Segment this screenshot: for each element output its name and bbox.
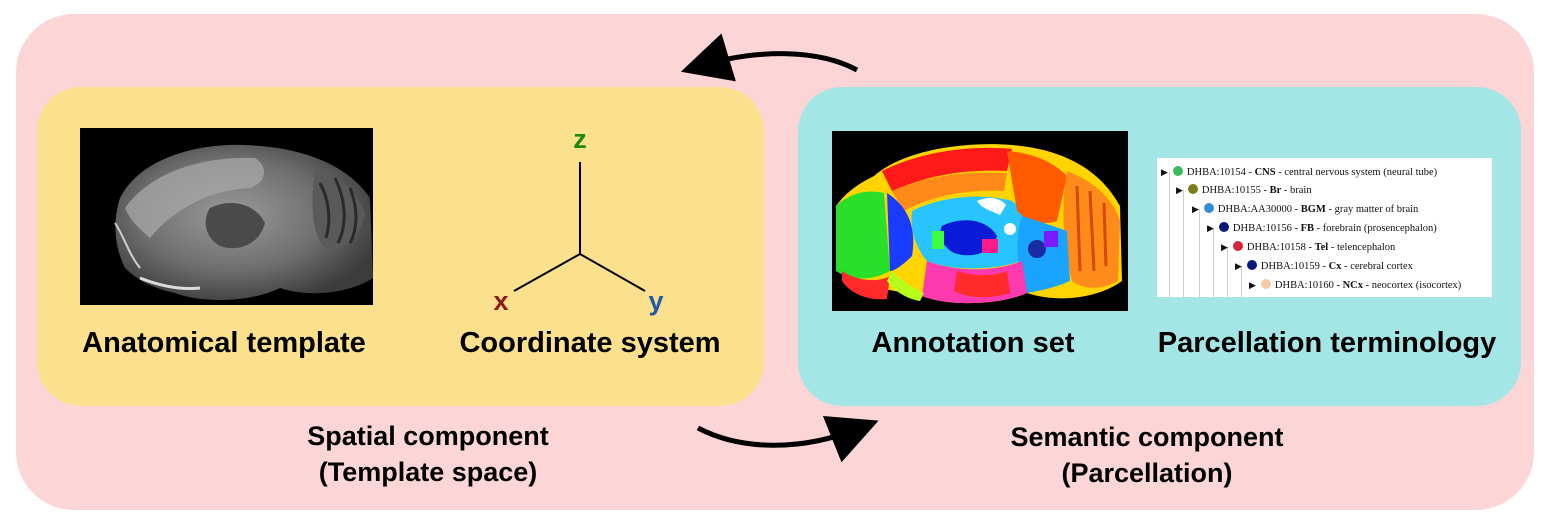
- tree-item[interactable]: ▶DHBA:10154 - CNS - central nervous syst…: [1161, 166, 1438, 178]
- expand-arrow-icon[interactable]: ▶: [1207, 223, 1214, 233]
- region-id: DHBA:10154: [1186, 167, 1246, 178]
- region-name: central nervous system (neural tube): [1284, 167, 1438, 178]
- region-color-swatch: [1246, 260, 1257, 270]
- coordinate-system-label: Coordinate system: [459, 327, 721, 359]
- region-abbr: Cx: [1328, 261, 1342, 272]
- expand-arrow-icon[interactable]: ▶: [1192, 204, 1199, 214]
- region-id: DHBA:10155: [1201, 185, 1261, 196]
- tree-guide-line: [1227, 247, 1228, 297]
- tree-guide-line: [1183, 190, 1184, 297]
- coordinate-axes: z x y: [493, 124, 663, 316]
- region-name: forebrain (prosencephalon): [1322, 223, 1437, 234]
- tree-item[interactable]: ▶DHBA:10159 - Cx - cerebral cortex: [1235, 260, 1413, 272]
- region-color-swatch: [1187, 184, 1198, 194]
- tree-item[interactable]: ▶DHBA:10156 - FB - forebrain (prosenceph…: [1207, 222, 1437, 234]
- tree-item[interactable]: ▶DHBA:10158 - Tel - telencephalon: [1221, 241, 1396, 253]
- tree-guide-line: [1213, 228, 1214, 297]
- expand-arrow-icon[interactable]: ▶: [1221, 242, 1228, 252]
- tree-guide-line: [1169, 172, 1170, 297]
- region-id: DHBA:10159: [1260, 261, 1320, 272]
- region-name: telencephalon: [1336, 242, 1396, 253]
- tree-item[interactable]: ▶DHBA:10160 - NCx - neocortex (isocortex…: [1249, 279, 1462, 291]
- anatomical-template-image: [80, 128, 373, 305]
- parcellation-terminology-label: Parcellation terminology: [1157, 327, 1497, 359]
- region-abbr: Tel: [1314, 242, 1329, 253]
- tree-guide-line: [1241, 266, 1242, 297]
- anatomical-template-label: Anatomical template: [82, 327, 366, 359]
- region-name: brain: [1290, 185, 1312, 196]
- parcellation-terminology-tree: ▶DHBA:10154 - CNS - central nervous syst…: [1157, 158, 1492, 297]
- y-axis-line: [579, 253, 646, 292]
- region-color-swatch: [1203, 203, 1214, 213]
- region-name: cerebral cortex: [1350, 261, 1413, 272]
- x-axis-line: [513, 253, 581, 292]
- region-id: DHBA:10158: [1246, 242, 1306, 253]
- region-color-swatch: [1260, 279, 1271, 289]
- region-abbr: FB: [1300, 223, 1315, 234]
- region-abbr: NCx: [1342, 280, 1364, 291]
- tree-item[interactable]: ▶DHBA:10155 - Br - brain: [1176, 184, 1312, 196]
- region-color-swatch: [1232, 241, 1243, 251]
- spatial-component-title: Spatial component: [307, 421, 549, 451]
- region-id: DHBA:10156: [1232, 223, 1292, 234]
- region-abbr: CNS: [1254, 167, 1276, 178]
- expand-arrow-icon[interactable]: ▶: [1176, 185, 1183, 195]
- annotation-set-image: [832, 131, 1128, 311]
- region-name: gray matter of brain: [1334, 204, 1419, 215]
- semantic-component-subtitle: (Parcellation): [1061, 458, 1233, 488]
- z-axis-label: z: [573, 124, 587, 154]
- semantic-component-title: Semantic component: [1010, 422, 1284, 452]
- y-axis-label: y: [648, 286, 663, 316]
- tree-item[interactable]: ▶DHBA:AA30000 - BGM - gray matter of bra…: [1192, 203, 1419, 215]
- region-id: DHBA:AA30000: [1217, 204, 1293, 215]
- region-color-swatch: [1172, 166, 1183, 176]
- region-name: neocortex (isocortex): [1371, 280, 1462, 291]
- tree-guide-line: [1199, 209, 1200, 297]
- region-id: DHBA:10160: [1274, 280, 1334, 291]
- region-color-swatch: [1218, 222, 1229, 232]
- expand-arrow-icon[interactable]: ▶: [1249, 280, 1256, 290]
- spatial-component-subtitle: (Template space): [318, 457, 538, 487]
- x-axis-label: x: [493, 286, 508, 316]
- region-abbr: Br: [1269, 185, 1282, 196]
- expand-arrow-icon[interactable]: ▶: [1161, 167, 1168, 177]
- expand-arrow-icon[interactable]: ▶: [1235, 261, 1242, 271]
- annotation-set-label: Annotation set: [871, 327, 1075, 359]
- region-abbr: BGM: [1300, 204, 1326, 215]
